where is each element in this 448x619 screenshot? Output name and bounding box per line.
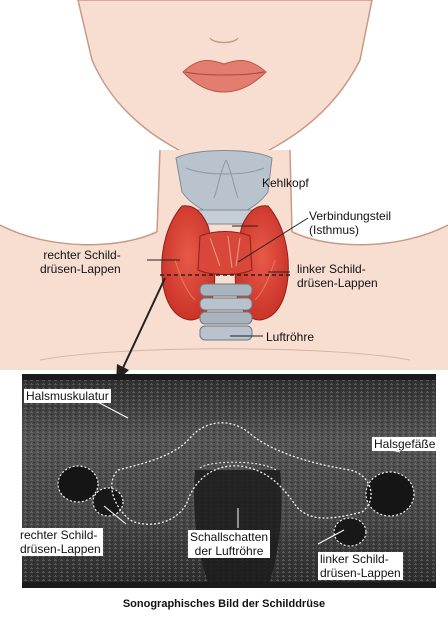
label-schallschatten: Schallschatten der Luftröhre (188, 530, 270, 558)
figure-caption: Sonographisches Bild der Schilddrüse (0, 598, 448, 610)
vessel-right (366, 472, 414, 516)
label-halsgefaesse: Halsgefäße (372, 437, 437, 451)
label-luftroehre: Luftröhre (266, 330, 314, 344)
label-verbindungsteil: Verbindungsteil (Isthmus) (309, 209, 391, 237)
label-rechter-lappen-top: rechter Schild- drüsen-Lappen (40, 248, 121, 276)
label-linker-lappen-top: linker Schild- drüsen-Lappen (297, 262, 378, 290)
label-kehlkopf: Kehlkopf (262, 176, 309, 190)
label-rechter-lappen-us: rechter Schild- drüsen-Lappen (18, 528, 103, 556)
label-linker-lappen-us: linker Schild- drüsen-Lappen (318, 552, 403, 580)
trachea (200, 284, 252, 340)
vessel-left (58, 466, 98, 502)
isthmus-shape (198, 232, 252, 275)
label-halsmuskulatur: Halsmuskulatur (24, 389, 111, 403)
